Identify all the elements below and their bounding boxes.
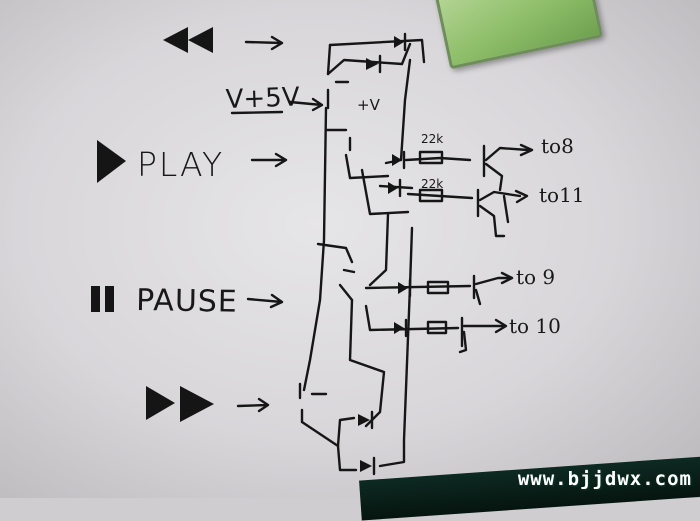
output-to11-label: to11	[539, 183, 585, 207]
resistor-2-label: 22k	[421, 177, 443, 191]
supply-label-underline	[230, 110, 284, 115]
diode-pause-2	[394, 318, 408, 338]
resistor-2	[418, 188, 444, 203]
diode-top-1	[394, 32, 407, 52]
play-label: PLAY	[137, 145, 224, 184]
fast-forward-arrow	[236, 397, 270, 413]
diode-pause-1	[398, 278, 412, 298]
resistor-3	[426, 280, 450, 295]
watermark: www.bjjdwx.com	[517, 468, 692, 490]
fast-forward-icon	[146, 386, 214, 422]
hand-drawn-schematic: V+5V +V PLAY PAUSE 22k 22k to8 to11 to 9…	[91, 27, 585, 476]
output-to10-label: to 10	[509, 314, 561, 338]
plus-v-label: +V	[357, 96, 381, 114]
play-icon	[97, 140, 126, 183]
pause-label: PAUSE	[136, 283, 238, 320]
supply-arrow	[288, 97, 324, 112]
rewind-icon	[163, 27, 213, 53]
resistor-1	[418, 150, 444, 165]
rewind-arrow	[244, 35, 284, 51]
output-to9-label: to 9	[516, 265, 555, 289]
resistor-1-label: 22k	[421, 132, 443, 146]
diode-ff-2	[360, 456, 376, 476]
schematic-wiring	[298, 38, 534, 472]
resistor-4	[426, 320, 448, 335]
diode-play-2	[388, 178, 402, 198]
supply-label: V+5V	[225, 82, 300, 115]
output-to8-label: to8	[541, 134, 574, 158]
paper-background	[0, 0, 700, 498]
diode-play-1	[392, 150, 406, 170]
pause-arrow	[246, 293, 284, 309]
play-arrow	[250, 152, 288, 168]
pause-icon	[91, 286, 114, 312]
diode-top-2	[366, 54, 382, 74]
diode-ff-1	[358, 410, 374, 430]
